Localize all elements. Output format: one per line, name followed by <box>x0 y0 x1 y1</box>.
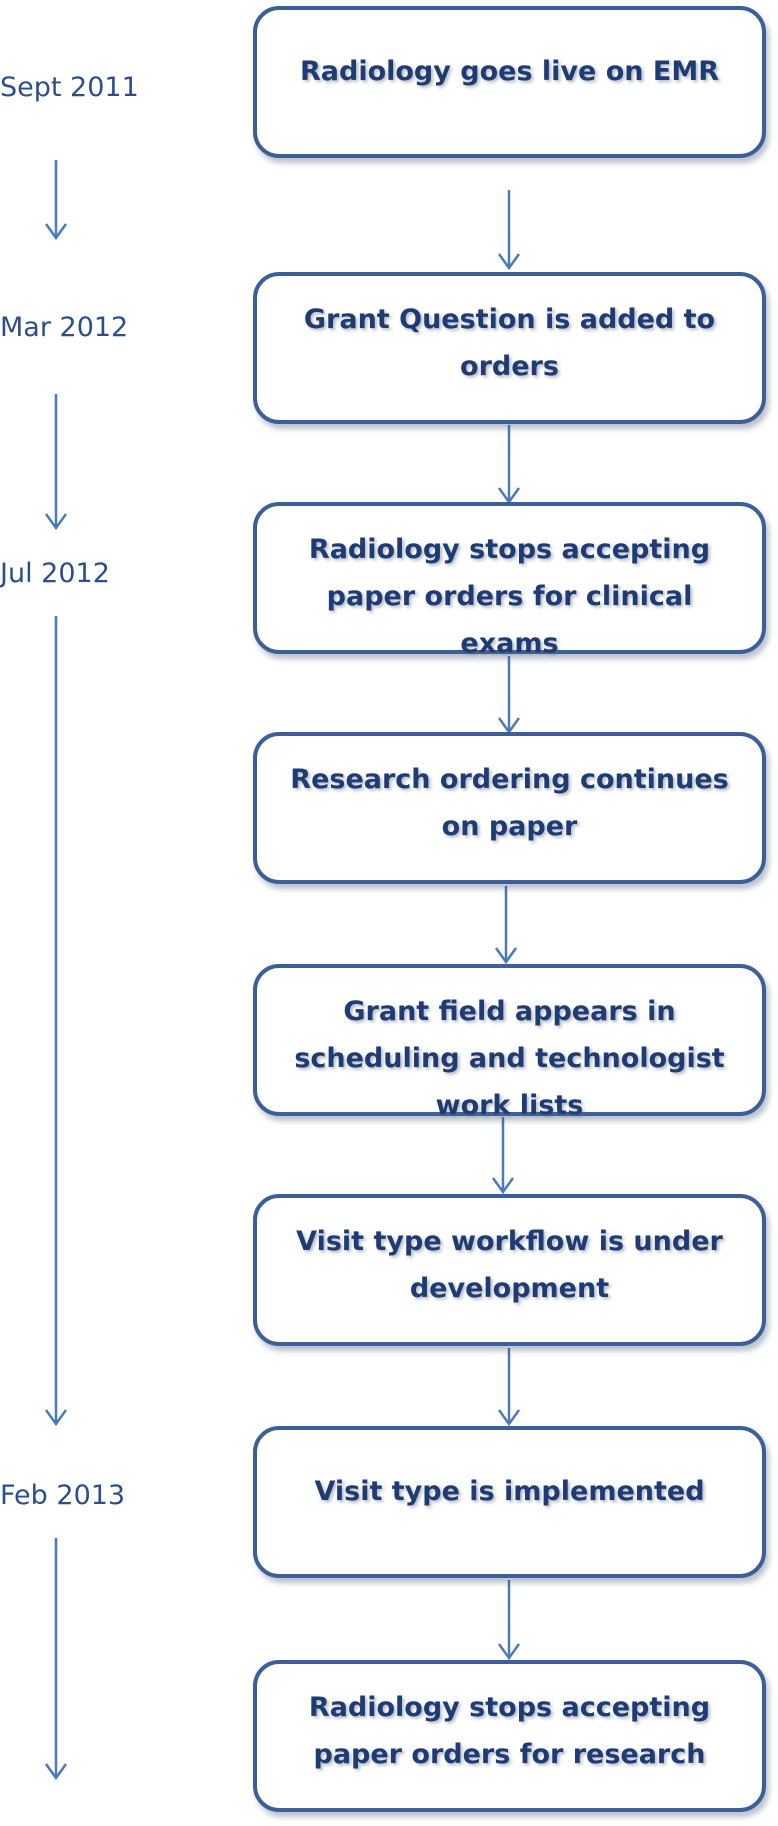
step-box-visit-type-dev: Visit type workflow is under development <box>253 1194 766 1346</box>
step-label: Radiology stops accepting paper orders f… <box>308 1692 711 1770</box>
arrow-head-icon <box>497 253 521 271</box>
date-label-jul-2012: Jul 2012 <box>0 558 110 589</box>
step-box-visit-type-implemented: Visit type is implemented <box>253 1426 766 1578</box>
timeline-arrows <box>44 160 68 1781</box>
arrow-head-icon <box>44 513 68 531</box>
step-label: Visit type workflow is under development <box>296 1226 723 1304</box>
step-label: Visit type is implemented <box>314 1476 705 1507</box>
step-box-stop-paper-clinical: Radiology stops accepting paper orders f… <box>253 502 766 659</box>
arrow-head-icon <box>497 1643 521 1661</box>
step-box-stop-paper-research: Radiology stops accepting paper orders f… <box>253 1660 766 1812</box>
arrow-head-icon <box>497 1409 521 1427</box>
arrow-head-icon <box>44 223 68 241</box>
arrow-head-icon <box>491 1177 515 1195</box>
arrow-head-icon <box>44 1409 68 1427</box>
step-box-research-paper: Research ordering continues on paper <box>253 732 766 884</box>
step-label: Grant field appears in scheduling and te… <box>294 996 725 1121</box>
step-label: Radiology stops accepting paper orders f… <box>308 534 711 659</box>
step-label: Radiology goes live on EMR <box>299 56 720 87</box>
arrow-head-icon <box>494 947 518 965</box>
step-label: Research ordering continues on paper <box>290 764 729 842</box>
step-box-grant-field: Grant field appears in scheduling and te… <box>253 964 766 1121</box>
arrow-head-icon <box>44 1763 68 1781</box>
date-label-mar-2012: Mar 2012 <box>0 312 129 343</box>
date-label-sept-2011: Sept 2011 <box>0 72 139 103</box>
step-box-emr-live: Radiology goes live on EMR <box>253 6 766 158</box>
step-box-grant-question: Grant Question is added to orders <box>253 272 766 424</box>
step-label: Grant Question is added to orders <box>303 304 716 382</box>
date-label-feb-2013: Feb 2013 <box>0 1480 126 1511</box>
